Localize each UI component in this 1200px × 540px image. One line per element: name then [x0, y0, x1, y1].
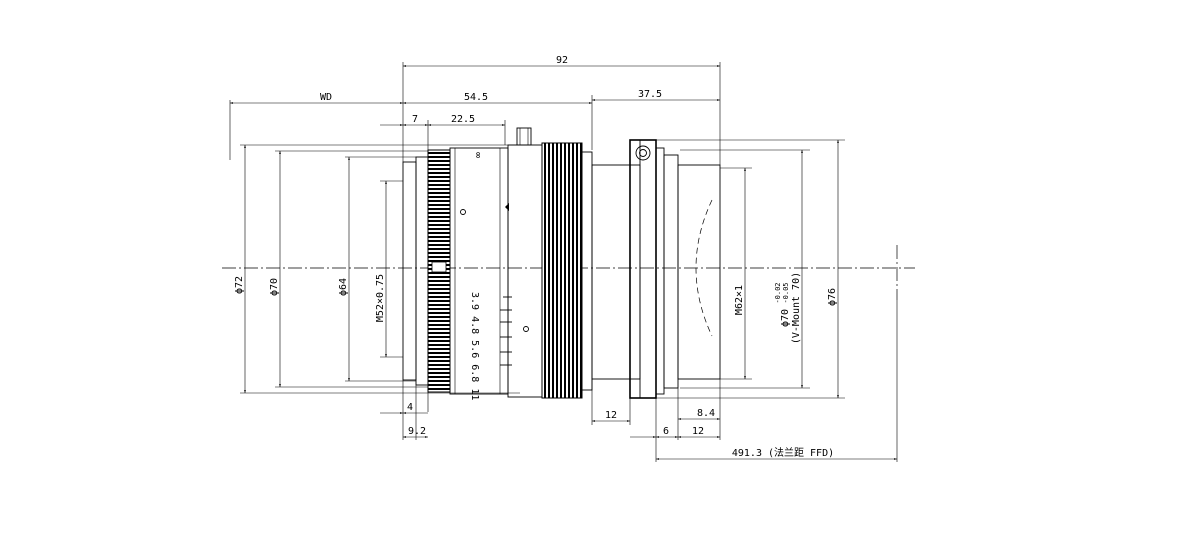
dim-mount-depth: 12 — [692, 426, 704, 437]
infinity-mark: ∞ — [472, 152, 483, 158]
dim-front-ring: 7 — [412, 114, 418, 125]
dim-working-distance: WD — [320, 92, 332, 103]
dim-front-step: 9.2 — [408, 426, 426, 437]
dim-flange-thickness: 6 — [663, 426, 669, 437]
dim-mount-offset: 8.4 — [697, 408, 715, 419]
dim-mount-tol-upper: -0.02 — [774, 282, 782, 303]
dim-rear-length: 37.5 — [638, 89, 662, 100]
dim-diameter-64: ϕ64 — [338, 278, 349, 296]
center-lines — [222, 245, 915, 300]
dim-mount-diameter: ϕ70 — [780, 309, 791, 327]
dimension-labels: 92 WD 54.5 37.5 7 22.5 4 9.2 12 8.4 6 12… — [234, 55, 838, 459]
dim-diameter-72: ϕ72 — [234, 276, 245, 294]
dim-mount-name: (V-Mount 70) — [791, 272, 802, 344]
dim-focus-ring: 22.5 — [451, 114, 475, 125]
dim-front-length: 54.5 — [464, 92, 488, 103]
barrel-markings: ∞ 3.9 4.8 5.6 6.8 11 — [460, 152, 529, 400]
dim-diameter-70: ϕ70 — [269, 278, 280, 296]
dim-flange-gap: 12 — [605, 410, 617, 421]
dim-ffd: 491.3 (法兰距 FFD) — [732, 446, 834, 459]
dim-overall-length: 92 — [556, 55, 568, 66]
dim-mount-tol-lower: -0.05 — [782, 282, 790, 303]
dim-filter-thread: M52×0.75 — [375, 274, 386, 322]
lens-body — [402, 127, 721, 399]
aperture-scale: 3.9 4.8 5.6 6.8 11 — [469, 292, 480, 400]
dimension-lines — [230, 65, 897, 460]
dim-diameter-76: ϕ76 — [827, 288, 838, 306]
dim-filter-depth: 4 — [407, 402, 413, 413]
dim-mount-thread: M62×1 — [734, 285, 745, 315]
extension-lines — [229, 62, 898, 462]
rear-knurled-ring — [541, 142, 583, 399]
